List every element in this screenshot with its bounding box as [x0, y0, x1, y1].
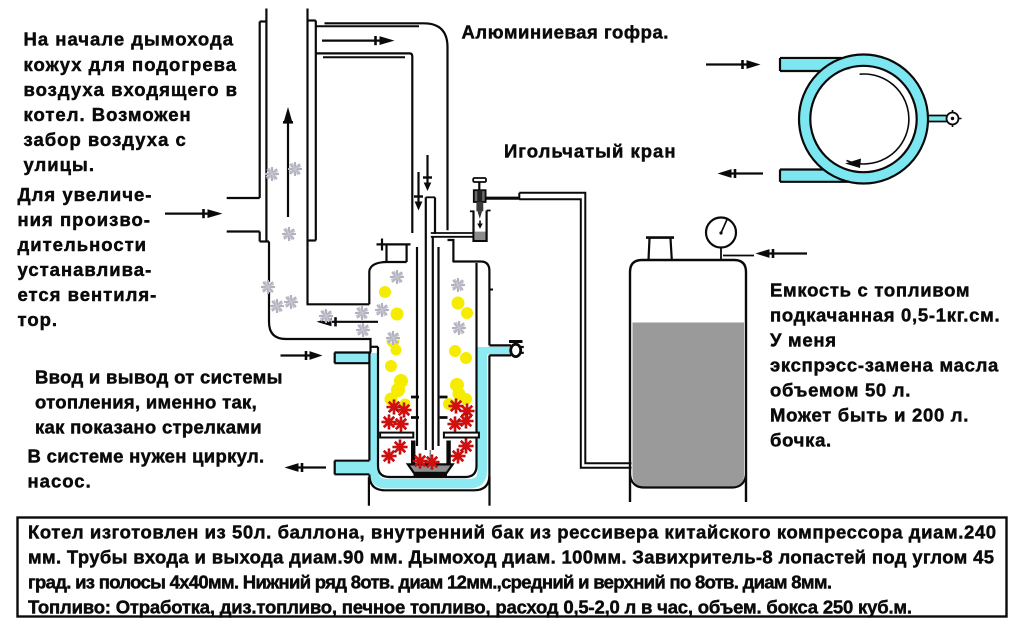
- svg-text:Может быть и 200 л.: Может быть и 200 л.: [770, 404, 969, 425]
- svg-text:Топливо: Отработка, диз.топлив: Топливо: Отработка, диз.топливо, печное …: [28, 596, 912, 617]
- svg-text:Ввод и вывод от системы: Ввод и вывод от системы: [35, 366, 283, 387]
- svg-text:Игольчатый кран: Игольчатый кран: [504, 140, 677, 161]
- svg-text:На начале дымохода: На начале дымохода: [24, 29, 235, 50]
- svg-text:как показано стрелками: как показано стрелками: [35, 416, 262, 437]
- svg-text:воздуха входящего в: воздуха входящего в: [24, 79, 239, 100]
- svg-text:экспрэсс-замена масла: экспрэсс-замена масла: [770, 354, 999, 375]
- svg-text:Котел изготовлен из 50л. балло: Котел изготовлен из 50л. баллона, внутре…: [28, 521, 996, 542]
- svg-text:улицы.: улицы.: [24, 154, 95, 175]
- svg-text:тор.: тор.: [18, 309, 59, 330]
- svg-text:В системе нужен циркул.: В системе нужен циркул.: [28, 445, 265, 466]
- svg-text:отопления, именно так,: отопления, именно так,: [35, 391, 257, 412]
- svg-text:Емкость с топливом: Емкость с топливом: [770, 279, 970, 300]
- svg-text:бочка.: бочка.: [770, 429, 832, 450]
- svg-text:мм. Трубы входа и выхода диам.: мм. Трубы входа и выхода диам.90 мм. Дым…: [28, 546, 994, 567]
- svg-text:подкачанная 0,5-1кг.см.: подкачанная 0,5-1кг.см.: [770, 304, 1000, 325]
- svg-text:У меня: У меня: [770, 329, 837, 350]
- svg-text:забор воздуха с: забор воздуха с: [24, 129, 187, 150]
- svg-text:насос.: насос.: [28, 470, 92, 491]
- svg-text:дительности: дительности: [18, 234, 148, 255]
- svg-text:кожух для подогрева: кожух для подогрева: [24, 54, 238, 75]
- svg-text:Алюминиевая гофра.: Алюминиевая гофра.: [462, 22, 670, 43]
- svg-text:град. из полосы 4х40мм. Нижний: град. из полосы 4х40мм. Нижний ряд 8отв.…: [28, 571, 832, 592]
- svg-text:котел. Возможен: котел. Возможен: [24, 104, 192, 125]
- svg-text:объемом 50 л.: объемом 50 л.: [770, 379, 911, 400]
- svg-text:Для увеличе-: Для увеличе-: [18, 184, 153, 205]
- svg-text:ния произво-: ния произво-: [18, 209, 151, 230]
- svg-text:устанавлива-: устанавлива-: [18, 259, 153, 280]
- svg-text:ется вентиля-: ется вентиля-: [18, 284, 158, 305]
